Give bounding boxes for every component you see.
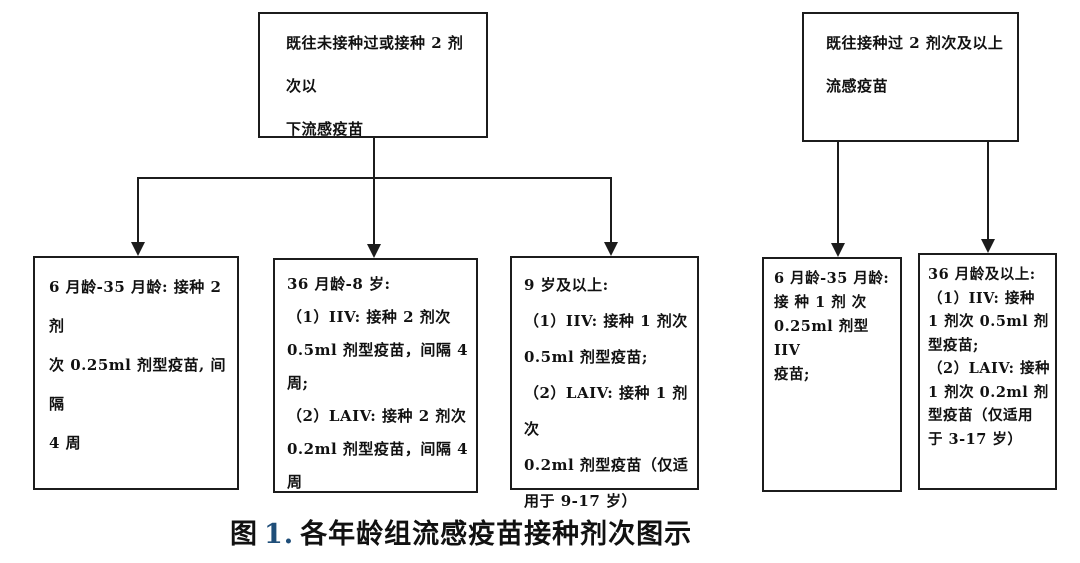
box-age-6-35-months-prior-doses: 6 月龄-35 月龄: 接 种 1 剂 次 0.25ml 剂型 IIV 疫苗; — [762, 257, 902, 492]
box-age-36-months-and-older-prior-doses: 36 月龄及以上: （1）IIV: 接种 1 剂次 0.5ml 剂 型疫苗; （… — [918, 253, 1057, 490]
figure-caption-label: 图 — [230, 519, 258, 550]
figure-caption-title: 各年龄组流感疫苗接种剂次图示 — [300, 519, 693, 550]
box-age-36-months-to-8-years: 36 月龄-8 岁: （1）IIV: 接种 2 剂次 0.5ml 剂型疫苗，间隔… — [273, 258, 478, 493]
box-age-6-35-months: 6 月龄-35 月龄: 接种 2 剂 次 0.25ml 剂型疫苗, 间隔 4 周 — [33, 256, 239, 490]
figure-caption-number: 1. — [264, 519, 295, 550]
arrowhead-icon — [604, 242, 618, 256]
arrowhead-icon — [831, 243, 845, 257]
box-history-2-or-more-doses: 既往接种过 2 剂次及以上 流感疫苗 — [802, 12, 1019, 142]
arrowhead-icon — [981, 239, 995, 253]
arrowhead-icon — [131, 242, 145, 256]
arrowhead-icon — [367, 244, 381, 258]
box-age-9-years-and-older: 9 岁及以上: （1）IIV: 接种 1 剂次 0.5ml 剂型疫苗; （2）L… — [510, 256, 699, 510]
box-history-unvaccinated-or-under-2-doses: 既往未接种过或接种 2 剂次以 下流感疫苗 — [258, 12, 488, 138]
